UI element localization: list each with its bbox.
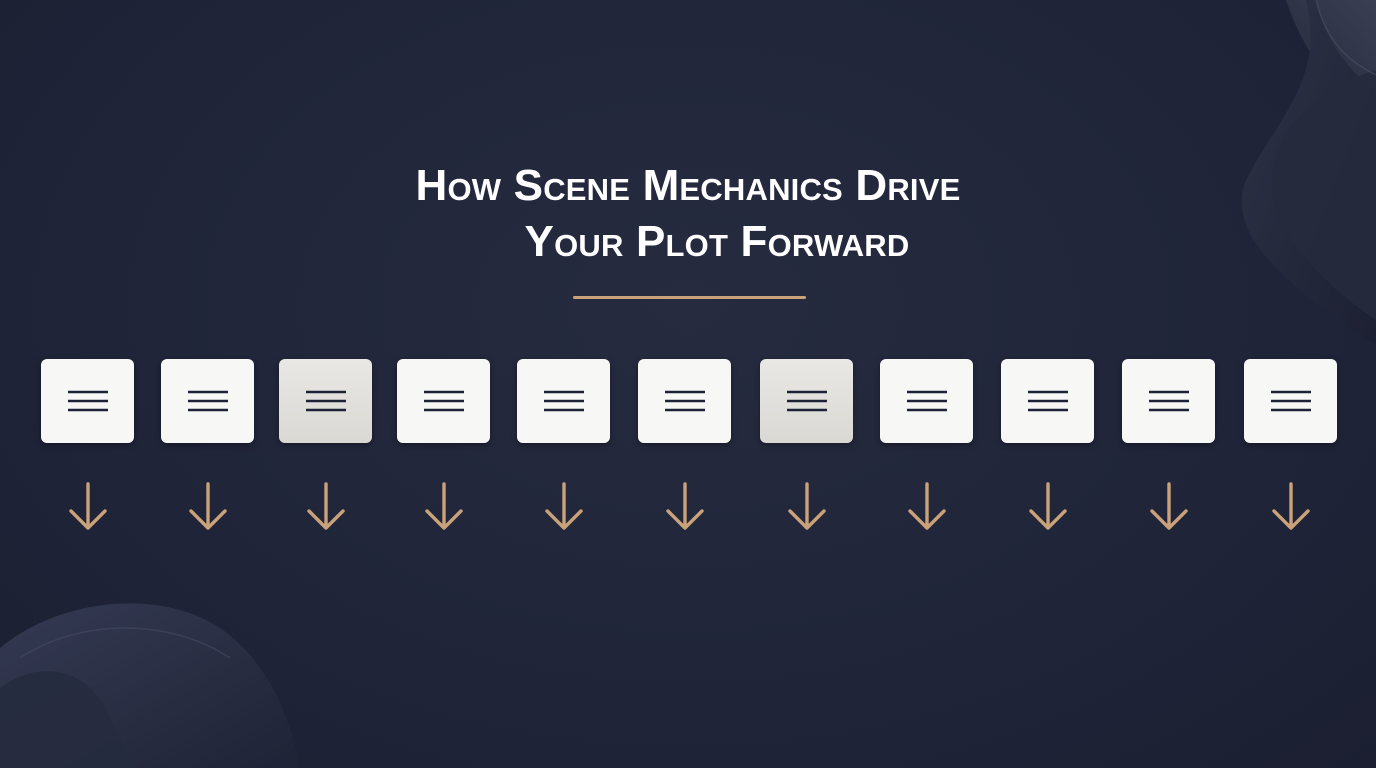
- scene-card: [279, 359, 372, 443]
- text-lines-icon: [187, 390, 228, 412]
- title-line-1: How Scene Mechanics Drive: [415, 161, 961, 210]
- scene-card: [517, 359, 610, 443]
- title-divider: [573, 296, 806, 299]
- scene-card: [638, 359, 731, 443]
- arrow-down-icon: [306, 482, 345, 530]
- text-lines-icon: [1148, 390, 1189, 412]
- text-lines-icon: [543, 390, 584, 412]
- scene-card: [760, 359, 853, 443]
- scene-card: [161, 359, 254, 443]
- arrow-down-icon: [424, 482, 463, 530]
- arrow-down-icon: [544, 482, 583, 530]
- scene-card: [1244, 359, 1337, 443]
- arrow-down-icon: [907, 482, 946, 530]
- text-lines-icon: [1027, 390, 1068, 412]
- arrow-down-icon: [1271, 482, 1310, 530]
- text-lines-icon: [906, 390, 947, 412]
- arrow-down-icon: [1028, 482, 1067, 530]
- arrow-down-icon: [68, 482, 107, 530]
- scene-card: [880, 359, 973, 443]
- scene-card: [41, 359, 134, 443]
- scene-card: [397, 359, 490, 443]
- arrow-down-icon: [1149, 482, 1188, 530]
- title-line-2: Your Plot Forward: [524, 217, 910, 266]
- text-lines-icon: [305, 390, 346, 412]
- arrow-down-icon: [787, 482, 826, 530]
- arrow-down-icon: [188, 482, 227, 530]
- text-lines-icon: [664, 390, 705, 412]
- page-title: How Scene Mechanics Drive Your Plot Forw…: [0, 158, 1376, 270]
- text-lines-icon: [786, 390, 827, 412]
- text-lines-icon: [1270, 390, 1311, 412]
- text-lines-icon: [67, 390, 108, 412]
- text-lines-icon: [423, 390, 464, 412]
- scene-card: [1122, 359, 1215, 443]
- scene-card: [1001, 359, 1094, 443]
- arrow-down-icon: [665, 482, 704, 530]
